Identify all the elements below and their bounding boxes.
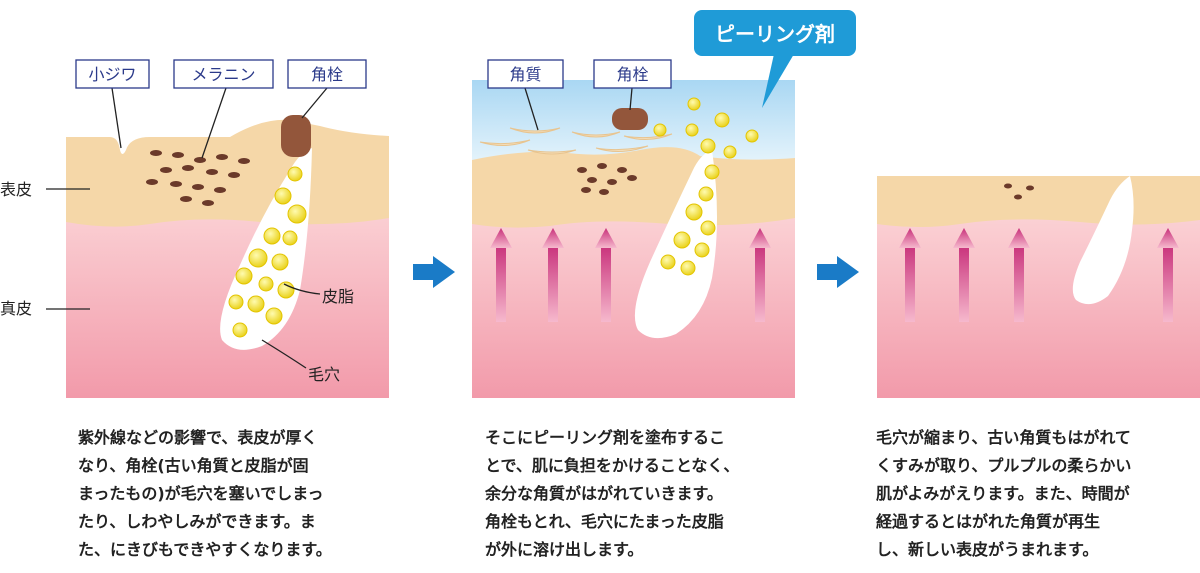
epidermis-label: 表皮 [0, 180, 32, 199]
caption-line: なり、角栓(古い角質と皮脂が固 [78, 456, 309, 475]
panel-1-epidermis [66, 119, 389, 227]
melanin-box-label: メラニン [191, 65, 255, 84]
plug-box-label-1: 角栓 [311, 65, 343, 84]
caption-line: 余分な角質がはがれていきます。 [485, 484, 723, 503]
pore-label: 毛穴 [308, 365, 340, 384]
panel-1-plug [281, 115, 311, 157]
dermis-label: 真皮 [0, 299, 32, 318]
panel-2-caption: そこにピーリング剤を塗布するこ とで、肌に負担をかけることなく、 余分な角質がは… [485, 424, 790, 564]
panel-1-label-boxes: 小ジワ メラニン 角栓 [75, 59, 367, 89]
caption-line: 紫外線などの影響で、表皮が厚く [78, 428, 318, 447]
keratin-box-label: 角質 [509, 65, 541, 84]
panel-2-callouts [524, 87, 633, 131]
step-arrow-2 [817, 256, 859, 288]
panel-3-caption: 毛穴が縮まり、古い角質もはがれて くすみが取り、プルプルの柔らかい 肌がよみがえ… [876, 424, 1181, 564]
caption-line: 肌がよみがえります。また、時間が [876, 484, 1130, 503]
peeling-agent-callout: ピーリング剤 [694, 10, 856, 108]
caption-line: たり、しわやしみができます。ま [78, 512, 316, 531]
panel-2-flaking-keratin [479, 127, 673, 155]
plug-box-label-2: 角栓 [616, 65, 648, 84]
panel-1-caption: 紫外線などの影響で、表皮が厚く なり、角栓(古い角質と皮脂が固 まったもの)が毛… [78, 424, 383, 564]
panel-1-melanin-cluster [146, 150, 250, 206]
panel-2-skin [472, 80, 795, 398]
caption-line: まったもの)が毛穴を塞いでしまっ [78, 484, 324, 503]
wrinkle-box-label: 小ジワ [88, 65, 136, 84]
panel-2-dermis [472, 210, 795, 398]
panel-2-label-boxes: 角質 角栓 [487, 59, 672, 89]
panel-3-pore [1072, 176, 1134, 305]
panel-3-epidermis [877, 176, 1200, 227]
caption-line: し、新しい表皮がうまれます。 [876, 540, 1099, 559]
caption-line: が外に溶け出します。 [485, 540, 644, 559]
caption-line: とで、肌に負担をかけることなく、 [485, 456, 740, 475]
panel-2-up-arrows [490, 228, 771, 322]
caption-line: 毛穴が縮まり、古い角質もはがれて [876, 428, 1131, 447]
panel-1-callouts [111, 87, 328, 369]
panel-3-dermis [877, 210, 1200, 398]
step-arrow-1 [413, 256, 455, 288]
panel-3-up-arrows [899, 228, 1179, 322]
caption-line: そこにピーリング剤を塗布するこ [485, 428, 726, 447]
panel-1-skin [66, 115, 389, 398]
sebum-label: 皮脂 [322, 287, 354, 306]
panel-1-sebum-droplets [228, 166, 307, 338]
caption-line: た、にきびもできやすくなります。 [78, 540, 332, 559]
peeling-agent-label: ピーリング剤 [715, 22, 835, 46]
panel-2-sebum-droplets [653, 97, 759, 276]
panel-2-melanin-cluster [577, 163, 637, 195]
caption-line: 経過するとはがれた角質が再生 [876, 512, 1101, 531]
caption-line: 角栓もとれ、毛穴にたまった皮脂 [485, 512, 724, 531]
panel-3-melanin-dots [1004, 183, 1034, 200]
panel-2-plug [612, 108, 648, 130]
caption-line: くすみが取り、プルプルの柔らかい [876, 456, 1132, 475]
panel-3-skin [877, 176, 1200, 398]
